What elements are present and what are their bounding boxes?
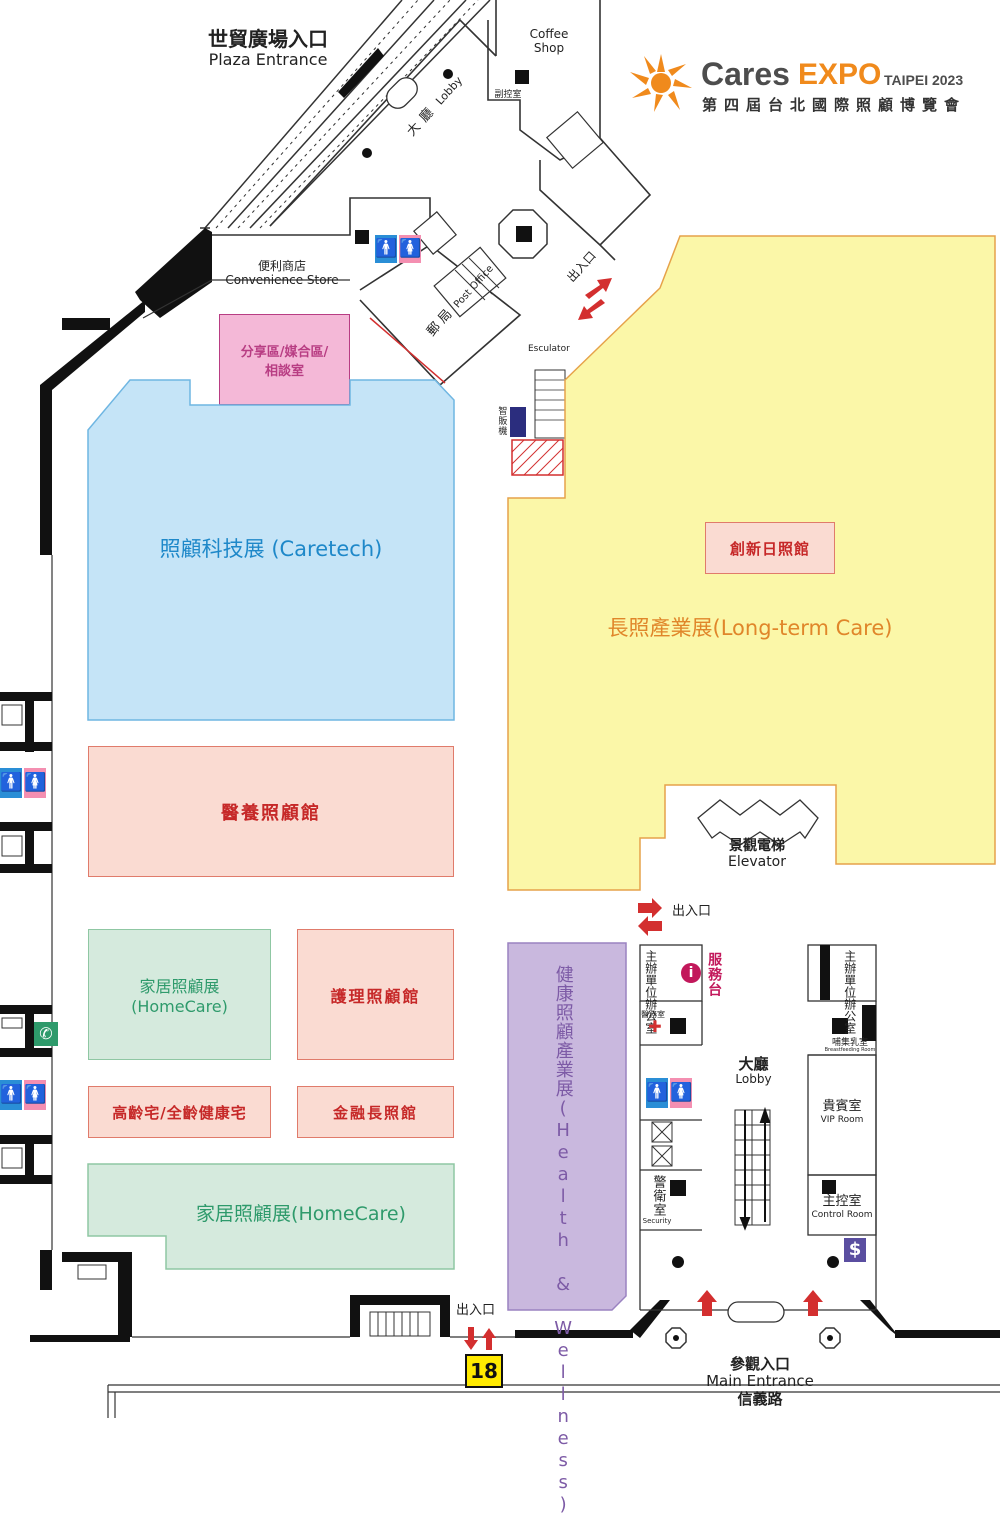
first-aid-icon: ✚ (648, 1017, 662, 1036)
gate-18-badge: 18 (465, 1354, 503, 1388)
vip-en: VIP Room (820, 1114, 864, 1125)
zone-health-label: 健康照顧產業展(Health & Wellness) (552, 965, 574, 1516)
control-en: Control Room (811, 1209, 873, 1220)
breastfeeding-room-label: 哺集乳室 Breastfeeding Room (824, 1038, 876, 1054)
lobby-east-zh: 大廳 (738, 1055, 769, 1073)
logo-subtitle: 第四屆台北國際照顧博覽會 (702, 96, 967, 114)
accessible-phone-icon: ✆ (34, 1022, 58, 1046)
logo-year-text: TAIPEI 2023 (884, 72, 964, 88)
zone-senior-housing-label: 高齡宅/全齡健康宅 (112, 1103, 247, 1122)
vip-zh: 貴賓室 (822, 1099, 862, 1114)
zone-health-wellness[interactable] (0, 0, 640, 1340)
zone-innovation-daycare[interactable]: 創新日照館 (705, 522, 835, 574)
sunburst-logo-icon (630, 54, 692, 112)
main-entrance-label: 參觀入口 Main Entrance 信義路 (690, 1355, 830, 1408)
medical-room-label: 醫務室 (641, 1010, 665, 1019)
service-desk-label: 服務台 (706, 952, 723, 997)
store-zh: 便利商店 (257, 259, 306, 273)
security-room-label: 警衛室 Security (642, 1175, 672, 1225)
zone-medical-label: 醫養照顧館 (221, 802, 321, 824)
restroom-icon: 🚹 🚺 (0, 1080, 48, 1110)
zone-nursing[interactable]: 護理照顧館 (297, 929, 454, 1060)
gate18-exit-label: 出入口 (456, 1303, 496, 1318)
organizer-office-right: 主辦單位辦公室 (842, 950, 857, 1034)
zone-sharing-label: 分享區/媒合區/ 相談室 (240, 344, 329, 379)
coffee-shop-label: Coffee Shop (529, 27, 569, 55)
deputy-control-label: 副控室 (494, 90, 522, 100)
elevator-en: Elevator (727, 854, 787, 871)
logo-expo-text: EXPO (798, 58, 882, 91)
zone-homecare-b-label: 家居照顧展(HomeCare) (196, 1203, 406, 1225)
zone-homecare-a[interactable]: 家居照顧展 (HomeCare) (88, 929, 271, 1060)
zone-senior-housing[interactable]: 高齡宅/全齡健康宅 (88, 1086, 271, 1138)
zone-finance-label: 金融長照館 (332, 1103, 418, 1122)
lobby-east-label: 大廳 Lobby (726, 1055, 781, 1087)
restroom-icon: 🚹 🚺 (375, 235, 421, 263)
restroom-icon: 🚹 🚺 (646, 1078, 692, 1108)
zone-homecare-b[interactable] (0, 0, 460, 1280)
mid-exit-label: 出入口 (672, 904, 712, 919)
main-road-label: 信義路 (737, 1389, 783, 1408)
elevator-zh: 景觀電梯 (729, 838, 785, 854)
zone-nursing-label: 護理照顧館 (330, 986, 421, 1006)
control-room-label: 主控室 Control Room (810, 1194, 874, 1220)
security-zh: 警衛室 (650, 1175, 666, 1217)
store-en: Convenience Store (225, 272, 339, 287)
convenience-store-label: 便利商店 Convenience Store (222, 259, 342, 288)
zone-innovation-label: 創新日照館 (729, 539, 810, 558)
main-entrance-zh: 參觀入口 (729, 1355, 790, 1373)
vip-room-label: 貴賓室 VIP Room (810, 1099, 874, 1125)
control-zh: 主控室 (822, 1194, 862, 1209)
escalator-label: Esculator (528, 344, 570, 354)
zone-homecare-a-label: 家居照顧展 (HomeCare) (131, 977, 228, 1016)
floor-plan-outline (0, 0, 1000, 1418)
lobby-east-en: Lobby (735, 1072, 772, 1087)
elevator-label: 景觀電梯 Elevator (712, 838, 802, 870)
dollar-atm-icon: $ (844, 1238, 866, 1262)
plaza-entrance-label: 世貿廣場入口 Plaza Entrance (198, 28, 338, 69)
logo-cares-text: Cares (701, 56, 790, 92)
organizer-office-left: 主辦單位辦公室 (643, 950, 658, 1034)
plaza-entrance-zh: 世貿廣場入口 (208, 27, 328, 51)
main-entrance-en: Main Entrance (706, 1372, 814, 1391)
expo-logo: Cares EXPO TAIPEI 2023 第四屆台北國際照顧博覽會 (628, 52, 988, 114)
zone-finance[interactable]: 金融長照館 (297, 1086, 454, 1138)
breastfeeding-zh: 哺集乳室 (831, 1038, 868, 1048)
restroom-icon: 🚹 🚺 (0, 768, 48, 798)
breastfeeding-en: Breastfeeding Room (824, 1047, 876, 1054)
zone-medical-care[interactable]: 醫養照顧館 (88, 746, 454, 877)
zone-caretech[interactable] (0, 0, 1000, 740)
zone-caretech-label: 照顧科技展 (Caretech) (159, 537, 383, 561)
security-en: Security (642, 1217, 672, 1225)
plaza-entrance-en: Plaza Entrance (208, 50, 328, 69)
info-icon: i (681, 963, 701, 983)
zone-sharing-area[interactable]: 分享區/媒合區/ 相談室 (219, 314, 350, 405)
zone-longterm-label: 長照產業展(Long-term Care) (607, 616, 893, 640)
vending-label: 智販機 (496, 406, 507, 436)
